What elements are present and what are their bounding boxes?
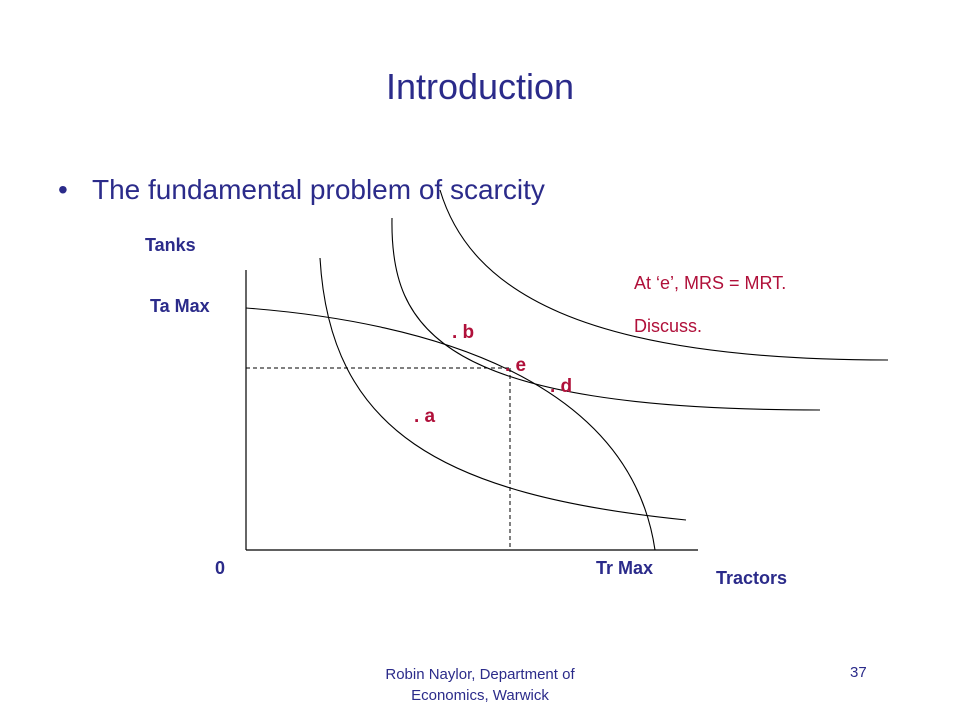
- slide-title: Introduction: [385, 66, 575, 107]
- footer-line-1: Robin Naylor, Department of: [385, 666, 575, 683]
- bullet-text: The fundamental problem of scarcity: [92, 174, 545, 205]
- indifference-curve-tangent: [391, 217, 821, 411]
- origin-label: 0: [215, 558, 226, 578]
- y-axis-label: Tanks: [145, 235, 196, 255]
- footer-line-2: Economics, Warwick: [411, 687, 549, 704]
- point-b: . b: [452, 322, 475, 343]
- indifference-curve-high: [439, 189, 889, 361]
- x-max-label: Tr Max: [596, 558, 654, 578]
- bullet-item: • The fundamental problem of scarcity: [58, 174, 545, 206]
- point-a: . a: [414, 406, 436, 427]
- point-d: . d: [550, 376, 573, 397]
- footer-author: Robin Naylor, Department of Economics, W…: [330, 664, 630, 706]
- page-number: 37: [850, 664, 867, 681]
- x-axis-label: Tractors: [716, 568, 788, 588]
- note-mrs-mrt: At ‘e’, MRS = MRT.: [634, 273, 787, 293]
- y-max-label: Ta Max: [150, 296, 210, 316]
- indifference-curve-low: [319, 257, 687, 521]
- bullet-dot: •: [58, 174, 68, 205]
- production-possibility-frontier: [245, 307, 656, 551]
- note-discuss: Discuss.: [634, 316, 703, 336]
- point-e: . e: [505, 355, 527, 376]
